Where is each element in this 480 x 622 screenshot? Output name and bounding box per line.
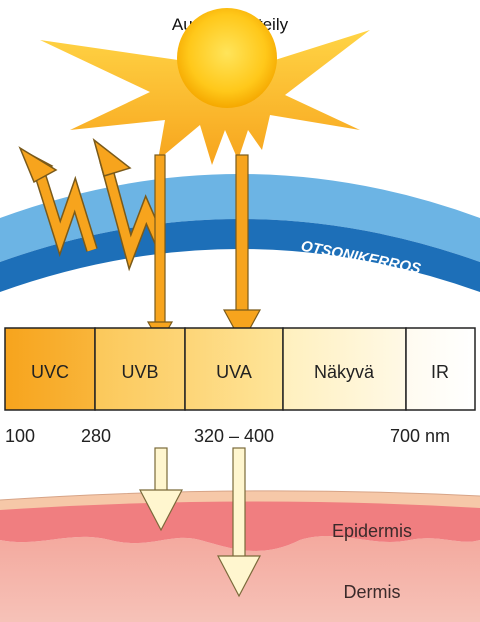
band-label-visible: Näkyvä [314,362,375,382]
tick-100: 100 [5,426,35,446]
tick-320-400: 320 – 400 [194,426,274,446]
band-uvb [94,327,186,411]
band-label-uvc: UVC [31,362,69,382]
sun-icon [40,8,370,165]
spectrum-bar: UVC UVB UVA Näkyvä IR [4,327,476,411]
uva-arrow-skin [217,447,261,598]
band-visible [282,327,407,411]
band-ir [405,327,476,411]
band-uva [184,327,284,411]
uva-arrow-upper [222,154,262,345]
tick-280: 280 [81,426,111,446]
band-label-uva: UVA [216,362,252,382]
dermis-label: Dermis [344,582,401,602]
band-label-uvb: UVB [121,362,158,382]
band-uvc [4,327,96,411]
reflected-arrow-left [18,146,98,258]
band-label-ir: IR [431,362,449,382]
reflected-arrow-right [92,138,166,272]
sun-disc [177,8,277,108]
epidermis-label: Epidermis [332,521,412,541]
uvb-arrow-skin [139,447,183,532]
tick-700nm: 700 nm [390,426,450,446]
wavelength-scale: 100 280 320 – 400 700 nm [5,426,450,446]
